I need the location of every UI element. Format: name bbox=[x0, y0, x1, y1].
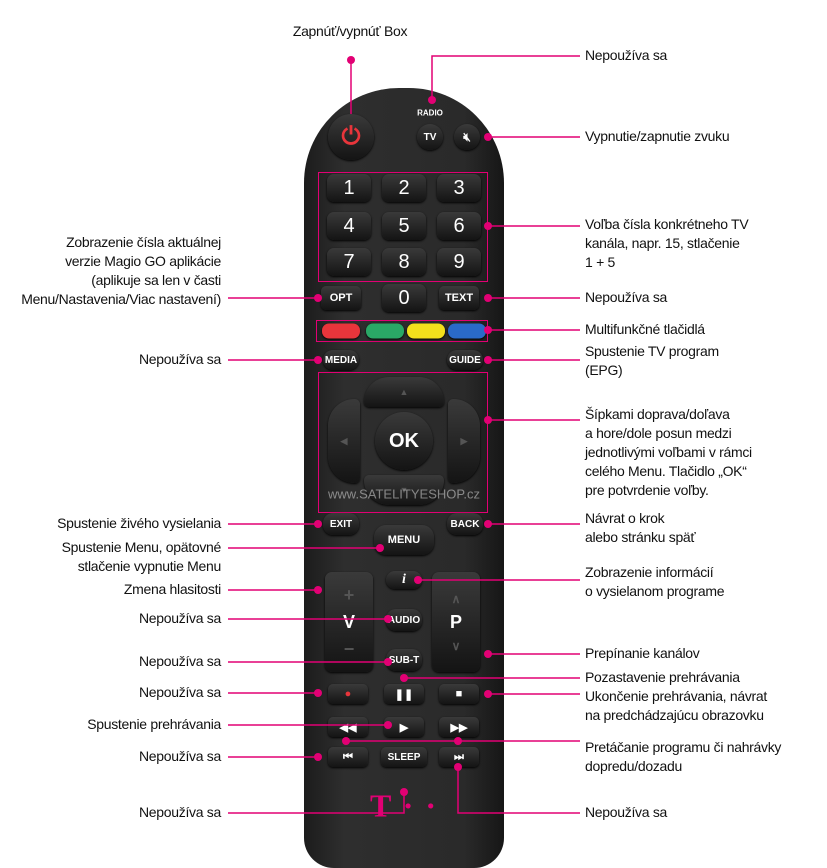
digit-6-button[interactable]: 6 bbox=[437, 212, 481, 240]
fast-forward-button[interactable]: ▶▶ bbox=[439, 717, 479, 737]
label-record: Nepoužíva sa bbox=[138, 684, 221, 700]
chevron-up-icon: ∧ bbox=[451, 591, 461, 606]
digit-8-button[interactable]: 8 bbox=[382, 248, 426, 276]
mute-button[interactable]: 🔇︎ bbox=[454, 124, 480, 150]
blue-button[interactable] bbox=[448, 323, 486, 339]
volume-label: V bbox=[342, 611, 355, 632]
plus-icon: + bbox=[343, 584, 355, 605]
pause-button[interactable]: ❚❚ bbox=[384, 684, 424, 704]
skip-forward-icon: ⏭︎ bbox=[454, 750, 464, 763]
digit-1-button[interactable]: 1 bbox=[327, 174, 371, 202]
label-guide: Spustenie TV program(EPG) bbox=[585, 343, 719, 378]
skip-back-button[interactable]: ⏮︎ bbox=[328, 747, 368, 767]
power-icon: ⏻ bbox=[341, 123, 361, 150]
opt-button[interactable]: OPT bbox=[321, 286, 361, 310]
label-exit: Spustenie živého vysielania bbox=[57, 515, 221, 531]
label-text: Nepoužíva sa bbox=[585, 289, 668, 305]
tv-button[interactable]: TV bbox=[417, 124, 443, 150]
program-rocker[interactable]: ∧ P ∨ bbox=[432, 572, 480, 672]
record-icon: ● bbox=[344, 688, 352, 700]
label-brand: Nepoužíva sa bbox=[138, 804, 221, 820]
sleep-button[interactable]: SLEEP bbox=[381, 747, 427, 767]
label-program: Prepínanie kanálov bbox=[585, 645, 700, 661]
play-button[interactable]: ▶ bbox=[384, 717, 424, 737]
digit-4-button[interactable]: 4 bbox=[327, 212, 371, 240]
record-button[interactable]: ● bbox=[328, 684, 368, 704]
power-button[interactable]: ⏻ bbox=[328, 114, 374, 160]
digit-0-button[interactable]: 0 bbox=[382, 284, 426, 312]
dpad-highlight bbox=[318, 372, 488, 513]
digit-9-button[interactable]: 9 bbox=[437, 248, 481, 276]
label-colors: Multifunkčné tlačidlá bbox=[585, 321, 705, 337]
subt-button[interactable]: SUB-T bbox=[386, 649, 422, 671]
info-button[interactable]: i bbox=[386, 571, 422, 589]
text-button[interactable]: TEXT bbox=[439, 286, 479, 310]
label-pause: Pozastavenie prehrávania bbox=[585, 669, 740, 685]
exit-button[interactable]: EXIT bbox=[323, 513, 359, 535]
dpad-right-button[interactable]: ▶ bbox=[448, 399, 480, 483]
label-audio: Nepoužíva sa bbox=[138, 610, 221, 626]
play-icon: ▶ bbox=[399, 721, 409, 734]
dpad-down-button[interactable]: ▼ bbox=[364, 475, 444, 505]
skip-forward-button[interactable]: ⏭︎ bbox=[439, 747, 479, 767]
label-media: Nepoužíva sa bbox=[138, 351, 221, 367]
label-skip-back: Nepoužíva sa bbox=[138, 748, 221, 764]
fast-forward-icon: ▶▶ bbox=[450, 721, 468, 734]
menu-button[interactable]: MENU bbox=[374, 525, 434, 555]
ok-button[interactable]: OK bbox=[375, 412, 433, 470]
label-skip-forward: Nepoužíva sa bbox=[585, 804, 668, 820]
digit-2-button[interactable]: 2 bbox=[382, 174, 426, 202]
telekom-logo: T · · bbox=[369, 787, 439, 824]
chevron-down-icon: ∨ bbox=[451, 638, 461, 653]
minus-icon: − bbox=[343, 638, 355, 659]
media-button[interactable]: MEDIA bbox=[323, 350, 359, 370]
red-button[interactable] bbox=[322, 323, 360, 339]
dpad-left-button[interactable]: ◀ bbox=[328, 399, 360, 483]
stop-button[interactable]: ■ bbox=[439, 684, 479, 704]
audio-button[interactable]: AUDIO bbox=[386, 609, 422, 631]
mute-icon: 🔇︎ bbox=[463, 129, 471, 144]
program-label: P bbox=[449, 611, 462, 632]
guide-button[interactable]: GUIDE bbox=[447, 350, 483, 370]
pause-icon: ❚❚ bbox=[394, 688, 414, 701]
label-radio: Nepoužíva sa bbox=[585, 47, 668, 63]
digit-3-button[interactable]: 3 bbox=[437, 174, 481, 202]
yellow-button[interactable] bbox=[407, 323, 445, 339]
dpad-up-button[interactable]: ▲ bbox=[364, 377, 444, 407]
label-power: Zapnúť/vypnúť Box bbox=[292, 23, 408, 39]
label-volume: Zmena hlasitosti bbox=[123, 581, 221, 597]
back-button[interactable]: BACK bbox=[447, 513, 483, 535]
watermark: www.SATELITYESHOP.cz bbox=[328, 486, 480, 502]
digit-7-button[interactable]: 7 bbox=[327, 248, 371, 276]
label-play: Spustenie prehrávania bbox=[87, 716, 221, 732]
volume-rocker[interactable]: + V − bbox=[325, 572, 373, 672]
stop-icon: ■ bbox=[455, 688, 463, 700]
label-mute: Vypnutie/zapnutie zvuku bbox=[585, 128, 730, 144]
rewind-icon: ◀◀ bbox=[339, 721, 357, 734]
label-subt: Nepoužíva sa bbox=[138, 653, 221, 669]
rewind-button[interactable]: ◀◀ bbox=[328, 717, 368, 737]
digit-5-button[interactable]: 5 bbox=[382, 212, 426, 240]
radio-label: RADIO bbox=[417, 108, 443, 118]
green-button[interactable] bbox=[366, 323, 404, 339]
skip-back-icon: ⏮︎ bbox=[343, 750, 353, 763]
